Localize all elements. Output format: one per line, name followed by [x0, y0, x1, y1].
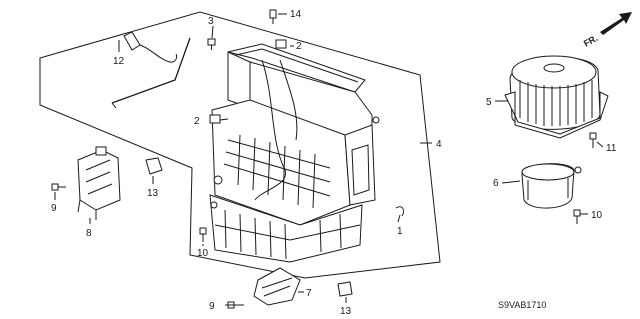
resistor	[253, 267, 301, 306]
clip-2-top	[275, 39, 287, 49]
bolt-3	[207, 38, 216, 50]
heater-unit-housing	[209, 43, 380, 263]
callout-1: 1	[397, 226, 403, 237]
callout-2a: 2	[296, 41, 302, 52]
callout-13b: 13	[340, 306, 352, 317]
callout-11: 11	[606, 143, 617, 154]
callout-7: 7	[306, 288, 312, 299]
front-direction-indicator: FR.	[582, 12, 632, 49]
grommet-13-left	[145, 157, 163, 175]
arrow-up-right-icon	[600, 12, 632, 35]
clip-1	[395, 206, 405, 217]
clip-2-side	[209, 114, 221, 124]
callout-13a: 13	[147, 188, 159, 199]
callout-12: 12	[113, 56, 125, 67]
screw-10-center	[199, 227, 207, 242]
callout-9b: 9	[209, 301, 215, 312]
linkage-rod	[111, 31, 191, 109]
clip-14	[269, 9, 277, 24]
assembly-boundary	[39, 11, 441, 279]
callout-4: 4	[436, 139, 442, 150]
callout-10b: 10	[591, 210, 603, 221]
callout-8: 8	[86, 228, 92, 239]
blower-bracket	[521, 163, 582, 209]
diagram-code: S9VAB1710	[498, 300, 546, 310]
callout-10a: 10	[197, 248, 209, 259]
callout-3: 3	[208, 16, 214, 27]
screw-11	[589, 132, 597, 148]
callout-14: 14	[290, 9, 302, 20]
callout-9a: 9	[51, 203, 57, 214]
grommet-13-bottom	[337, 281, 353, 297]
callout-6: 6	[493, 178, 499, 189]
callout-2b: 2	[194, 116, 200, 127]
screw-10-right	[573, 209, 581, 224]
callout-5: 5	[486, 97, 492, 108]
leader-lines	[54, 13, 604, 306]
blower-motor	[504, 55, 609, 139]
control-module	[77, 146, 121, 220]
screw-9-left	[51, 183, 66, 191]
direction-label: FR.	[582, 33, 599, 49]
